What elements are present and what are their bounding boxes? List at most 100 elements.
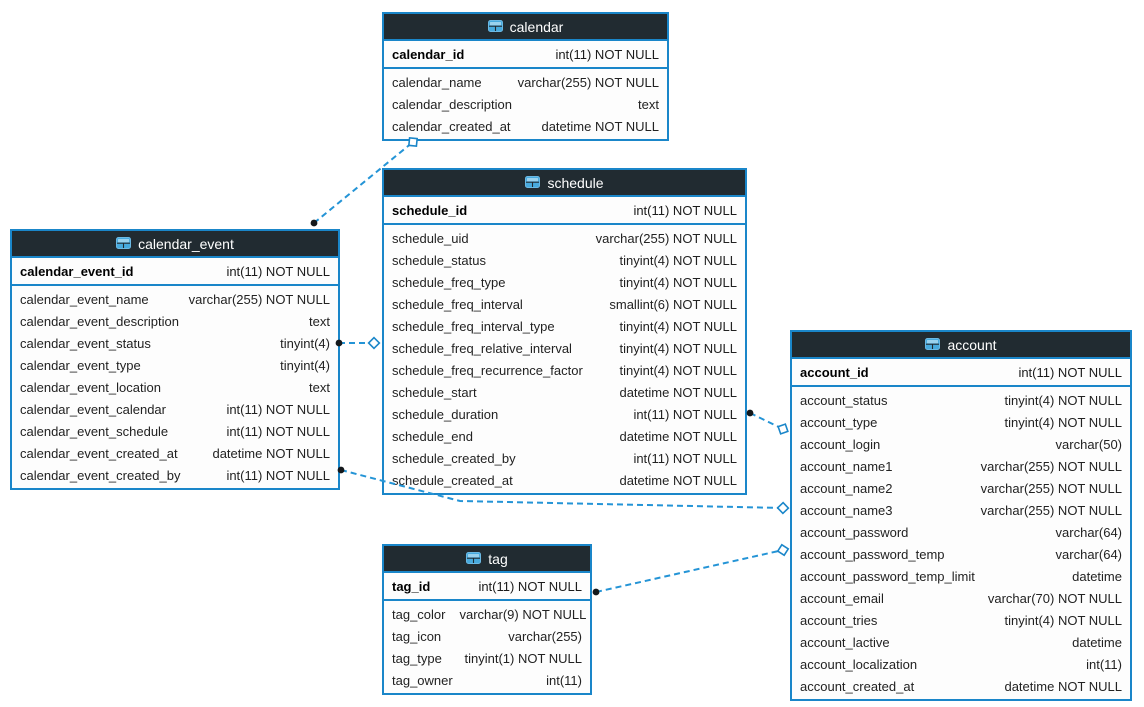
pk-column-row[interactable]: account_id int(11) NOT NULL: [792, 359, 1130, 387]
relation-tag-to-account[interactable]: [595, 549, 784, 593]
column-type: varchar(64): [1055, 524, 1122, 540]
column-type: varchar(255) NOT NULL: [980, 458, 1122, 474]
column-name: schedule_end: [392, 428, 473, 444]
column-row[interactable]: account_name1 varchar(255) NOT NULL: [792, 455, 1130, 477]
column-row[interactable]: account_lactive datetime: [792, 631, 1130, 653]
table-header-calendar[interactable]: calendar: [384, 14, 667, 41]
column-type: datetime: [1072, 634, 1122, 650]
column-name: calendar_event_status: [20, 335, 151, 351]
pk-column-type: int(11) NOT NULL: [1018, 364, 1122, 380]
column-type: varchar(50): [1055, 436, 1122, 452]
column-name: calendar_event_location: [20, 379, 161, 395]
column-name: tag_icon: [392, 628, 442, 644]
column-type: datetime: [1072, 568, 1122, 584]
column-name: tag_owner: [392, 672, 453, 688]
column-name: account_created_at: [800, 678, 915, 694]
column-name: account_name3: [800, 502, 893, 518]
column-type: tinyint(4): [280, 335, 330, 351]
column-type: varchar(255) NOT NULL: [980, 502, 1122, 518]
column-name: account_localization: [800, 656, 918, 672]
column-name: account_lactive: [800, 634, 890, 650]
column-type: tinyint(4) NOT NULL: [619, 318, 737, 334]
column-name: schedule_freq_interval_type: [392, 318, 555, 334]
column-row[interactable]: schedule_freq_type tinyint(4) NOT NULL: [384, 271, 745, 293]
column-type: datetime NOT NULL: [541, 118, 659, 134]
table-header-schedule[interactable]: schedule: [384, 170, 745, 197]
table-title: calendar_event: [138, 235, 234, 252]
column-type: tinyint(4) NOT NULL: [1004, 392, 1122, 408]
pk-column-type: int(11) NOT NULL: [226, 263, 330, 279]
table-header-tag[interactable]: tag: [384, 546, 590, 573]
column-name: schedule_freq_relative_interval: [392, 340, 572, 356]
column-name: schedule_freq_type: [392, 274, 506, 290]
table-header-calendar_event[interactable]: calendar_event: [12, 231, 338, 258]
column-name: schedule_duration: [392, 406, 499, 422]
column-row[interactable]: calendar_event_location text: [12, 376, 338, 398]
column-row[interactable]: calendar_event_status tinyint(4): [12, 332, 338, 354]
relation-diamond-endpoint: [777, 423, 789, 435]
table-header-account[interactable]: account: [792, 332, 1130, 359]
column-name: calendar_event_type: [20, 357, 141, 373]
column-type: text: [309, 379, 330, 395]
column-type: tinyint(4) NOT NULL: [619, 274, 737, 290]
table-icon: [525, 175, 541, 191]
table-icon: [925, 337, 941, 353]
column-type: int(11) NOT NULL: [226, 401, 330, 417]
table-title: account: [947, 336, 997, 353]
column-type: varchar(70) NOT NULL: [987, 590, 1122, 606]
pk-column-name: account_id: [800, 364, 869, 380]
column-row[interactable]: account_name3 varchar(255) NOT NULL: [792, 499, 1130, 521]
column-name: schedule_freq_recurrence_factor: [392, 362, 583, 378]
column-name: account_name1: [800, 458, 893, 474]
column-name: schedule_start: [392, 384, 477, 400]
column-row[interactable]: schedule_freq_interval_type tinyint(4) NO…: [384, 315, 745, 337]
relation-schedule-to-account[interactable]: [749, 412, 784, 430]
